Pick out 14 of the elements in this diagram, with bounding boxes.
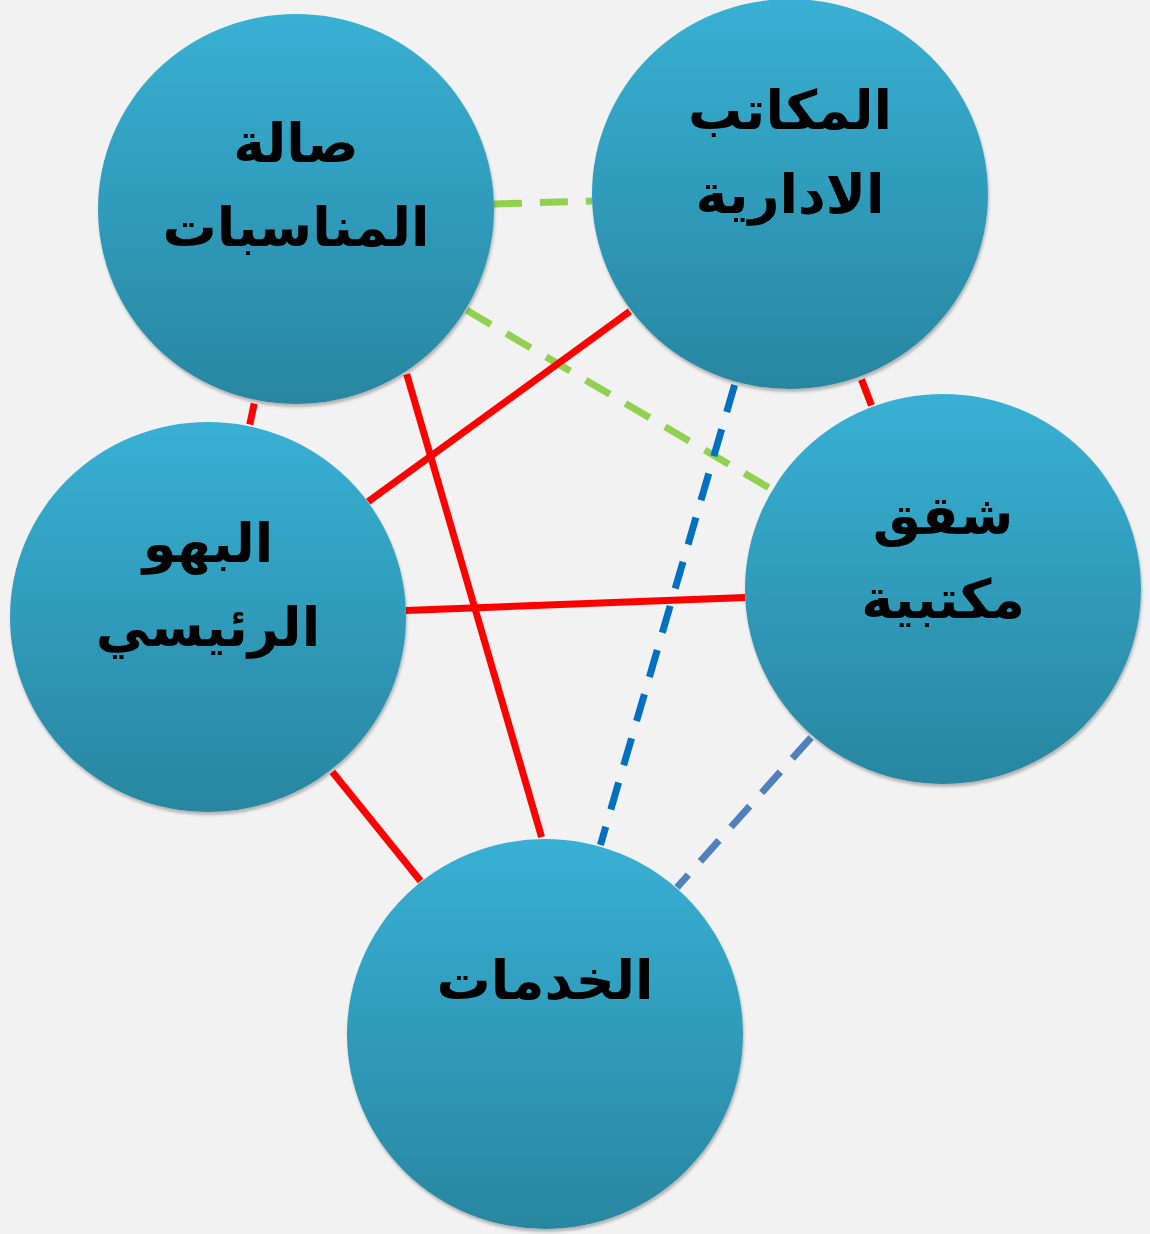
- connector-line: [597, 384, 738, 846]
- connector-line: [366, 308, 632, 505]
- node-label: شقق مكتبية: [860, 483, 1026, 633]
- node-label: البهو الرئيسي: [94, 511, 322, 661]
- connector-line: [858, 378, 875, 407]
- connector-line: [329, 769, 424, 884]
- connector-line: [405, 594, 746, 614]
- node-label: المكاتب الادارية: [686, 78, 894, 228]
- connector-line: [674, 735, 814, 890]
- connector-line: [403, 373, 545, 838]
- connector-line: [493, 197, 593, 208]
- connector-line: [246, 402, 258, 426]
- node-label: الخدمات: [435, 948, 655, 1014]
- node-label: صالة المناسبات: [161, 111, 431, 261]
